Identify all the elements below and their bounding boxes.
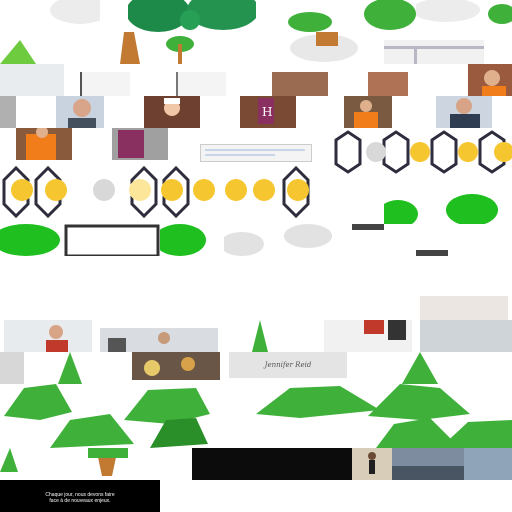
office-photo (420, 296, 508, 320)
cloud-icon (416, 0, 512, 24)
divider-bar (416, 250, 448, 256)
bush-icon (280, 8, 360, 64)
office-photo (324, 320, 412, 352)
cloud-icon (0, 0, 100, 32)
highway-photo (392, 448, 464, 480)
divider-bar (352, 224, 384, 230)
photo-tile (176, 72, 226, 96)
grass-foliage (0, 384, 512, 448)
photo-tile (0, 64, 64, 96)
hotel-sign-photo (112, 128, 168, 160)
grass-leaf (0, 40, 40, 64)
bush-icon (160, 224, 208, 256)
photo-tile (272, 72, 328, 96)
tree-canopy (128, 0, 256, 32)
svg-text:H: H (262, 105, 272, 119)
bush-icon (360, 0, 420, 32)
portrait-photo (344, 96, 392, 128)
portrait-photo (436, 96, 492, 128)
photo-tile (368, 72, 408, 96)
portrait-photo (56, 96, 104, 128)
caption-line-1: Chaque jour, nous devons faire (45, 492, 115, 498)
lightbulb-row-upper (328, 128, 512, 192)
lightbulb-row-lower (0, 160, 328, 224)
office-photo (0, 352, 24, 384)
office-photo (420, 320, 512, 352)
portrait-photo (144, 96, 200, 128)
runner-photo (352, 448, 392, 480)
signature-strip: Jennifer Reid (229, 352, 347, 378)
video-caption: Chaque jour, nous devons faire face à de… (0, 480, 160, 512)
caption-line-2: face à de nouveaux enjeux. (49, 498, 111, 504)
video-frame-dark (192, 448, 352, 480)
photo-tile (80, 72, 130, 96)
tree-icon (400, 352, 440, 384)
grass-leaf (0, 448, 20, 472)
monitor-frame (64, 224, 160, 256)
cloud-icon (224, 224, 352, 256)
bush-icon (0, 224, 64, 256)
screen-ui-photo (200, 144, 312, 162)
hotel-sign-photo: H (240, 96, 296, 128)
portrait-photo (468, 64, 512, 96)
food-photo (132, 352, 220, 380)
tree-icon (56, 352, 84, 384)
sky-photo (464, 448, 512, 480)
tree-trunk (88, 448, 128, 480)
bush-icon (384, 192, 512, 224)
office-photo (4, 320, 92, 352)
tree-icon (250, 320, 270, 352)
window-frame (384, 40, 484, 64)
office-photo (100, 328, 218, 352)
tree-icon (100, 32, 200, 64)
portrait-photo (0, 96, 16, 128)
portrait-photo (16, 128, 72, 160)
